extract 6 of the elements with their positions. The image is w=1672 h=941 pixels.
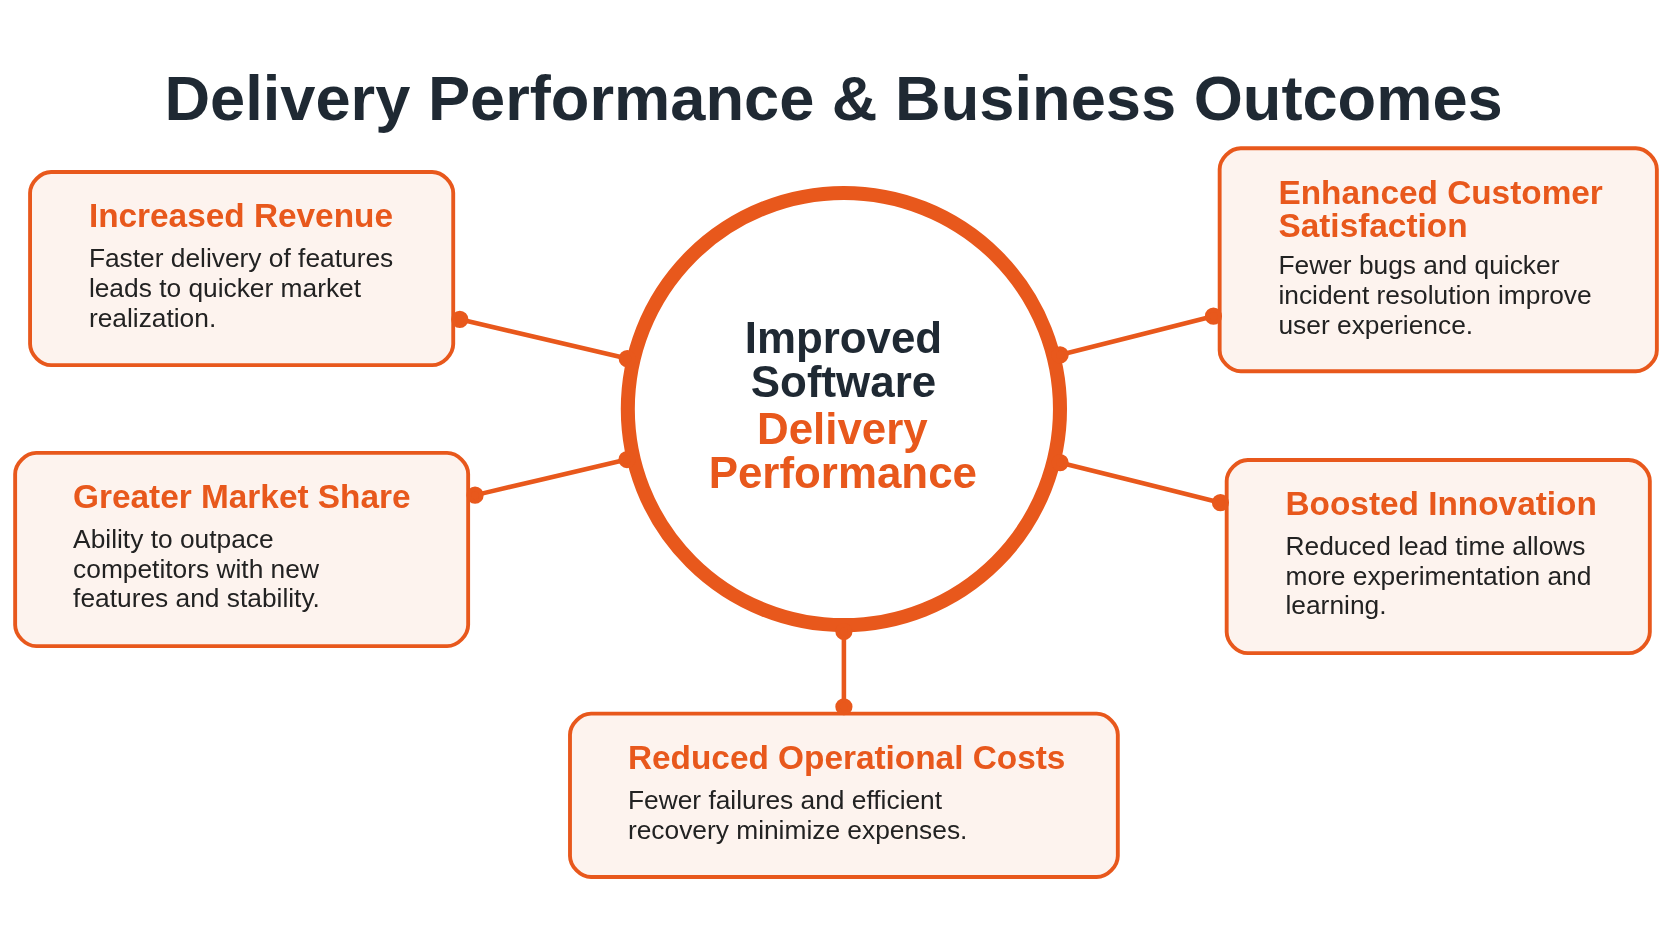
node-box: Boosted Innovation Reduced lead time allows more experimentation and learning. [1224,458,1652,656]
node-box: Reduced Operational Costs Fewer failures and efficient recovery minimize expenses. [568,711,1120,879]
node-box: Increased Revenue Faster delivery of features leads to quicker market realization. [28,170,456,368]
diagram-title: Delivery Performance & Business Outcomes [164,62,1503,133]
node-box: Greater Market Share Ability to outpace competitors with new features and stability. [13,451,471,648]
node-box: Enhanced Customer Satisfaction Fewer bugs and quicker incident resolution improve user experience. [1217,146,1659,374]
